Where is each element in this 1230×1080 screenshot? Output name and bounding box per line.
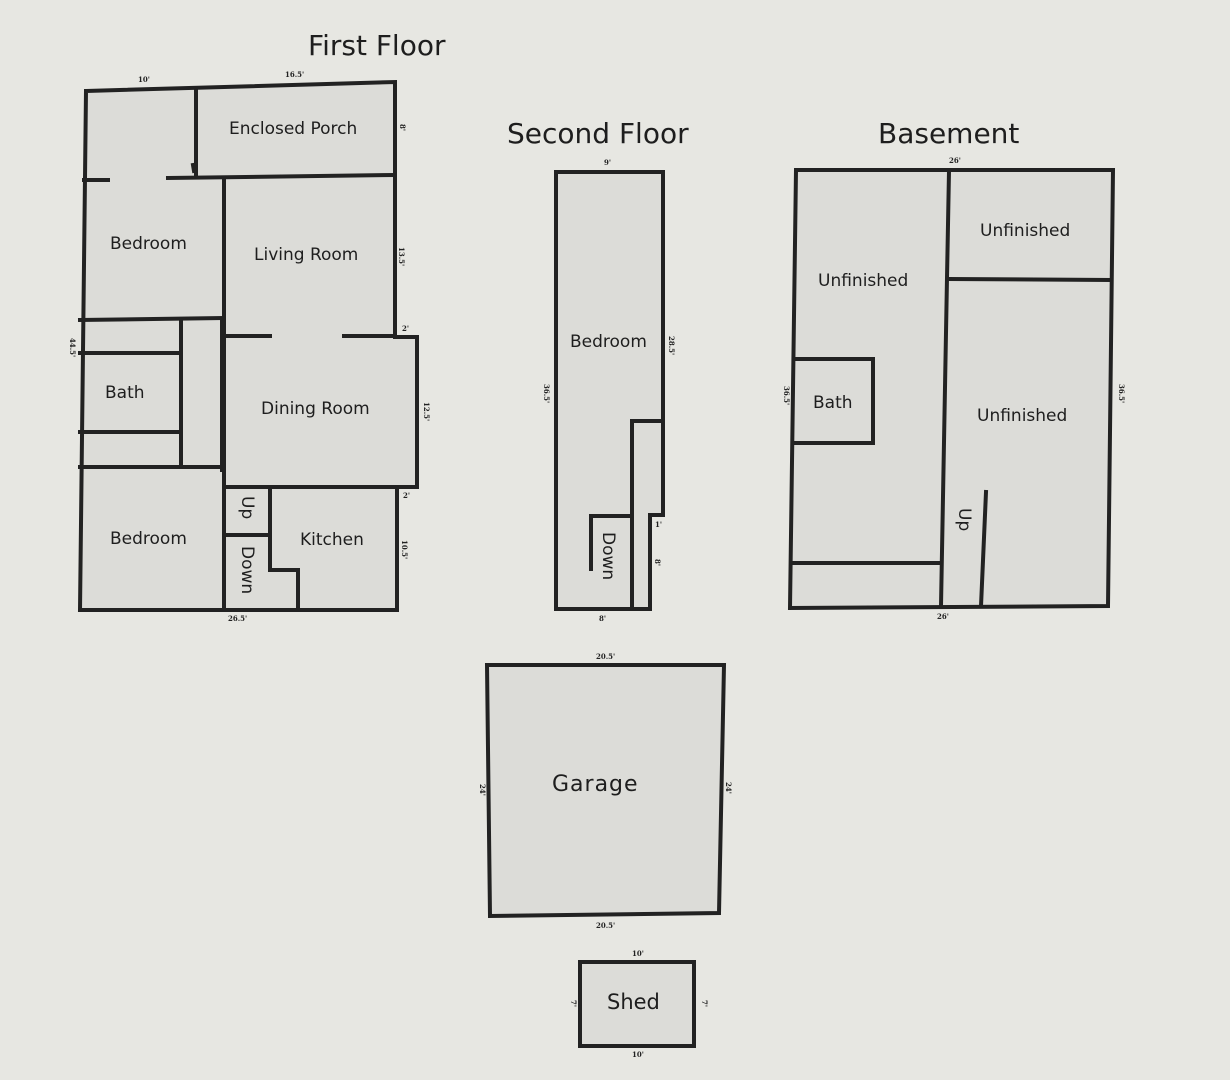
- shed-outline: [578, 960, 696, 1048]
- garage-outline: [484, 663, 727, 919]
- second-floor-dim-bottom: 8': [599, 614, 606, 623]
- second-floor-dim-step-side: 8': [653, 559, 662, 566]
- garage-label: Garage: [552, 772, 639, 797]
- kitchen-label: Kitchen: [300, 530, 364, 550]
- basement-unfinished-top-right-label: Unfinished: [980, 221, 1070, 241]
- basement-dim-right: 36.5': [1117, 384, 1126, 403]
- basement-plan: Unfinished Unfinished Unfinished Bath Up…: [782, 156, 1126, 621]
- basement-title: Basement: [878, 117, 1019, 150]
- garage-fill: [487, 665, 724, 916]
- dining-room-label: Dining Room: [261, 399, 370, 419]
- shed-dim-right: 7': [700, 1000, 709, 1007]
- shed-fill: [580, 962, 694, 1046]
- second-floor-landing-wall: [589, 514, 633, 571]
- shed-dim-bottom: 10': [632, 1050, 644, 1059]
- basement-dim-bottom: 26': [937, 612, 949, 621]
- second-floor-stair-wall: [630, 419, 663, 611]
- first-floor-title: First Floor: [308, 29, 446, 62]
- bedroom-top-wall-b: [165, 172, 396, 181]
- second-floor-outline: [554, 170, 665, 611]
- shed-dim-left: 7': [569, 1000, 578, 1007]
- basement-outline: [787, 168, 1116, 611]
- second-floor-fill: [556, 172, 663, 609]
- basement-unfinished-left-label: Unfinished: [818, 271, 908, 291]
- second-floor-bedroom-label: Bedroom: [570, 332, 647, 352]
- basement-center-wall: [938, 168, 952, 609]
- kitchen-left-wall: [268, 486, 300, 612]
- first-floor-stairs-up-label: Up: [237, 496, 257, 519]
- first-floor-plan: Enclosed Porch Bedroom Living Room Bath …: [68, 70, 431, 623]
- second-floor-dim-top: 9': [604, 158, 611, 167]
- first-floor-dim-top-left: 10': [138, 75, 150, 84]
- first-floor-dim-living: 13.5': [397, 247, 406, 266]
- basement-unfinished-right-label: Unfinished: [977, 406, 1067, 426]
- first-floor-dim-left: 44.5': [68, 338, 77, 357]
- first-floor-bath-label: Bath: [105, 383, 145, 403]
- basement-top-right-wall: [946, 276, 1113, 283]
- garage-dim-left: 24': [478, 784, 487, 796]
- first-floor-dim-top-right: 16.5': [285, 70, 304, 79]
- second-floor-dim-step-top: 1': [655, 520, 662, 529]
- garage-plan: Garage 20.5' 20.5' 24' 24': [478, 652, 733, 930]
- garage-dim-top: 20.5': [596, 652, 615, 661]
- garage-dim-right: 24': [724, 782, 733, 794]
- shed-plan: Shed 10' 10' 7' 7': [569, 949, 709, 1059]
- first-floor-dim-jog-bottom: 2': [403, 491, 410, 500]
- second-floor-dim-right: 28.5': [667, 336, 676, 355]
- second-floor-plan: Bedroom Down 9' 36.5' 28.5' 1' 8' 8': [542, 158, 676, 623]
- basement-dim-top: 26': [949, 156, 961, 165]
- basement-dim-left: 36.5': [782, 386, 791, 405]
- shed-dim-top: 10': [632, 949, 644, 958]
- closet-wall: [190, 162, 197, 174]
- shed-label: Shed: [607, 990, 660, 1014]
- first-floor-dim-kitchen: 10.5': [400, 540, 409, 559]
- first-floor-stairs-down-label: Down: [237, 546, 257, 594]
- second-floor-dim-left: 36.5': [542, 384, 551, 403]
- basement-bath-wall: [791, 357, 875, 445]
- enclosed-porch-label: Enclosed Porch: [229, 119, 357, 139]
- garage-dim-bottom: 20.5': [596, 921, 615, 930]
- first-floor-dim-bottom: 26.5': [228, 614, 247, 623]
- first-floor-fill: [80, 82, 417, 610]
- first-floor-bedroom-top-label: Bedroom: [110, 234, 187, 254]
- second-floor-title: Second Floor: [507, 117, 689, 150]
- basement-bath-label: Bath: [813, 393, 853, 413]
- first-floor-dim-porch: 8': [398, 124, 407, 131]
- living-room-label: Living Room: [254, 245, 358, 265]
- second-floor-stairs-down-label: Down: [598, 532, 618, 580]
- basement-stair-wall: [978, 489, 989, 609]
- first-floor-dim-jog-top: 2': [402, 324, 409, 333]
- first-floor-outline: [77, 79, 419, 612]
- first-floor-bedroom-bottom-label: Bedroom: [110, 529, 187, 549]
- bedroom-bottom-wall: [77, 315, 225, 323]
- first-floor-dim-dining: 12.5': [422, 402, 431, 421]
- basement-stairs-up-label: Up: [954, 508, 974, 531]
